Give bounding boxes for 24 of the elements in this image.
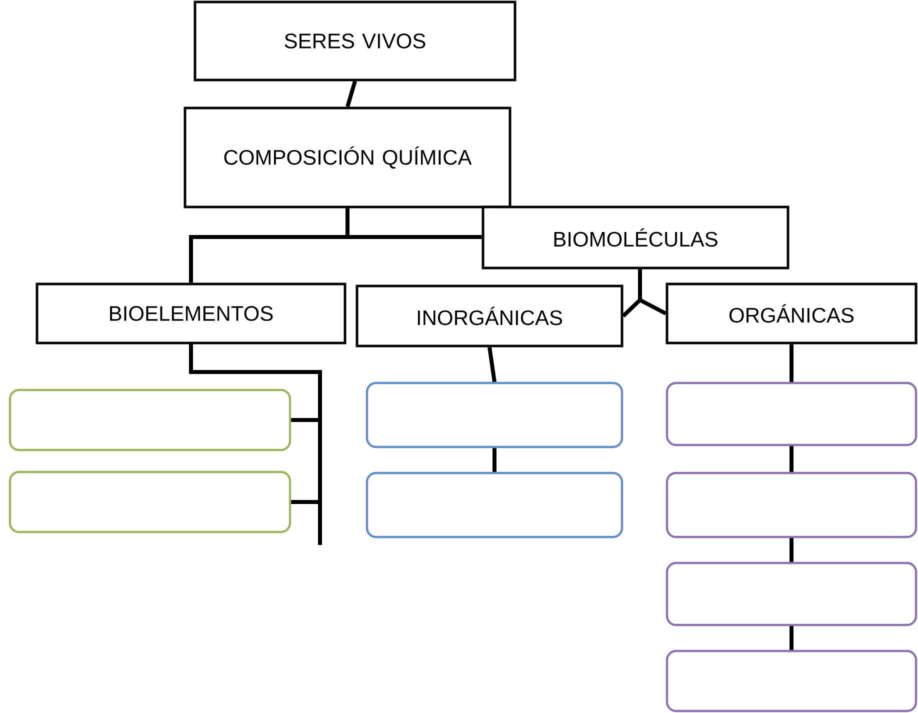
concept-box: COMPOSICIÓN QUÍMICA	[184, 106, 512, 208]
connector-line	[790, 344, 794, 382]
connector-line	[790, 626, 794, 650]
connector-line	[346, 80, 357, 108]
empty-box	[366, 472, 624, 538]
concept-box: ORGÁNICAS	[666, 282, 918, 344]
concept-box: INORGÁNICAS	[356, 284, 624, 348]
connector-line	[638, 269, 667, 316]
connector-line	[790, 538, 794, 562]
connector-line	[346, 208, 482, 239]
concept-box: BIOELEMENTOS	[36, 282, 346, 344]
connector-line	[488, 346, 496, 382]
empty-box	[666, 562, 918, 626]
empty-box	[666, 472, 918, 538]
empty-box	[366, 382, 624, 448]
concept-box: BIOMOLÉCULAS	[482, 206, 790, 270]
concept-box: SERES VIVOS	[194, 0, 516, 82]
connector-line	[189, 344, 322, 504]
empty-box	[8, 470, 292, 534]
connector-line	[790, 446, 794, 472]
connector-line	[492, 448, 496, 472]
empty-box	[666, 650, 918, 712]
empty-box	[666, 382, 918, 446]
empty-box	[8, 388, 292, 452]
